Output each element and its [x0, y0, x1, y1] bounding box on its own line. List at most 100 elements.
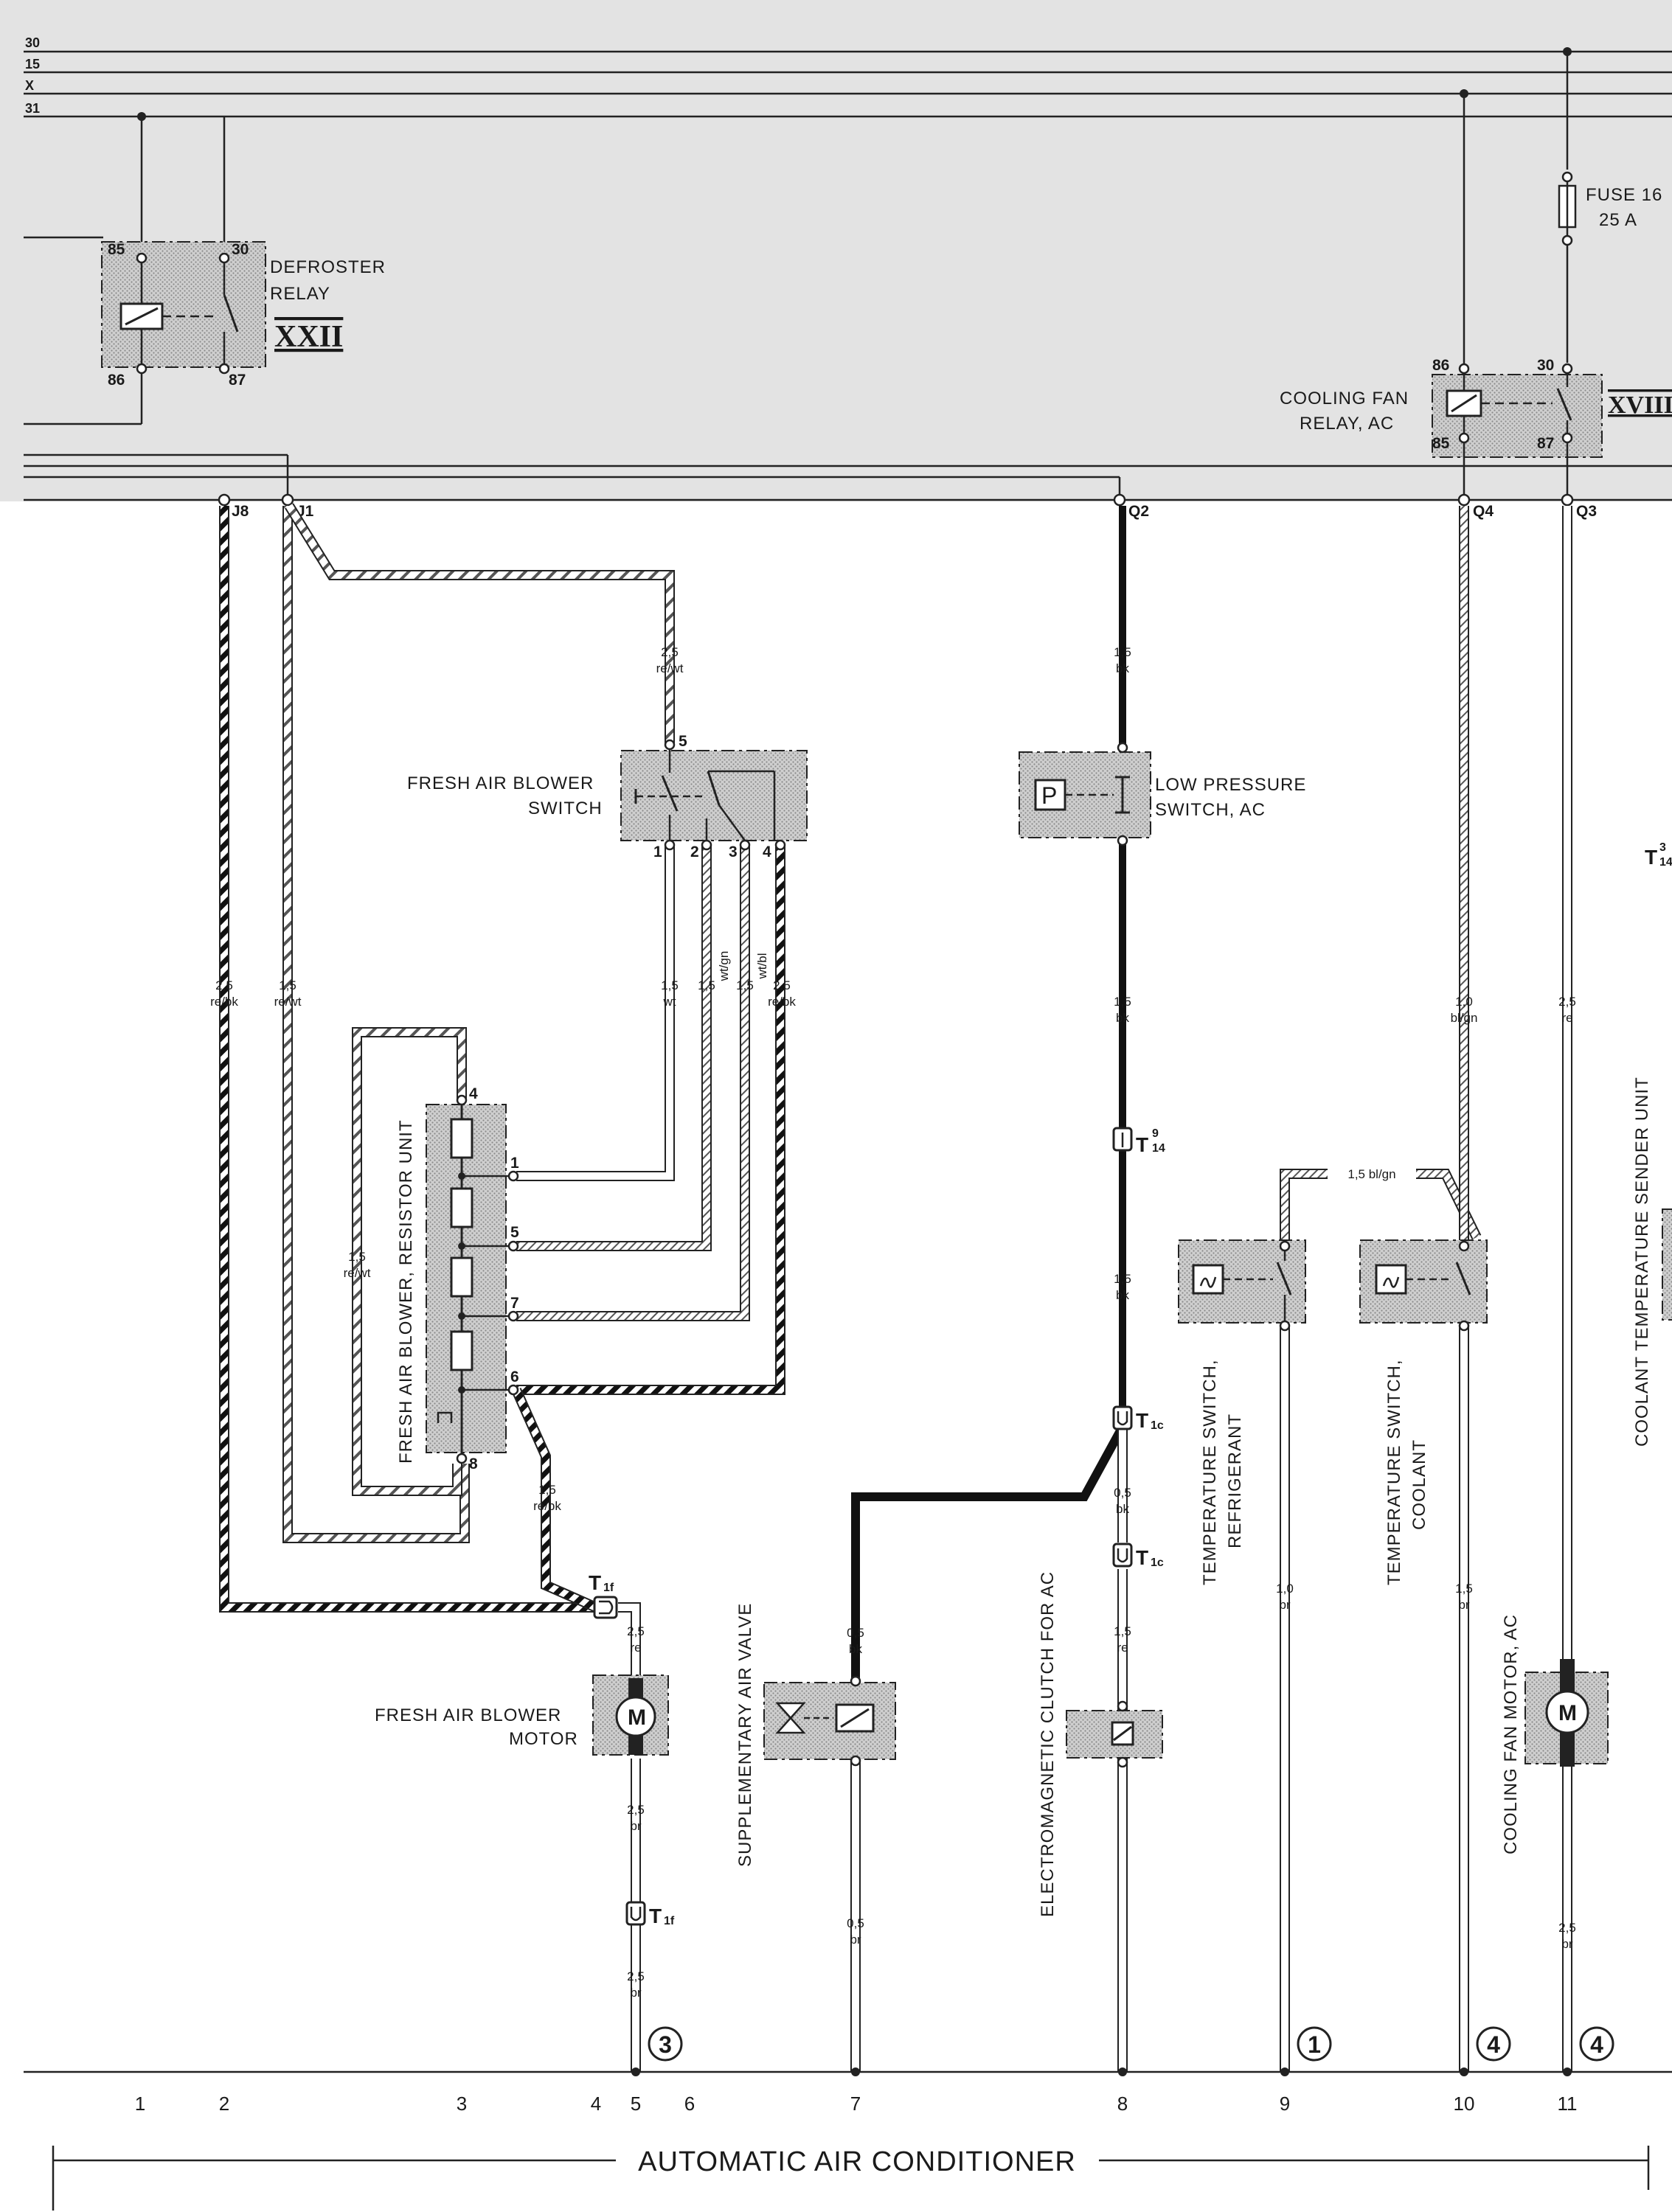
fresh-air-blower-switch — [620, 739, 808, 851]
plug-t14-9-sub: 14 — [1152, 1142, 1165, 1155]
blower-switch-t4: 4 — [763, 844, 771, 860]
blower-switch-t1: 1 — [653, 844, 662, 860]
svg-text:3: 3 — [659, 2031, 672, 2058]
svg-text:1,5: 1,5 — [736, 978, 754, 992]
svg-text:bk: bk — [1116, 661, 1129, 675]
plug-t1f-a-sub: 1f — [603, 1582, 614, 1594]
svg-text:1: 1 — [135, 2093, 145, 2115]
ground-ref-3: 3 — [648, 2026, 683, 2062]
svg-text:8: 8 — [1117, 2093, 1128, 2115]
svg-text:10: 10 — [1454, 2093, 1475, 2115]
electromagnetic-clutch — [1066, 1700, 1163, 1768]
temp-switch-refrigerant-label-1: TEMPERATURE SWITCH, — [1200, 1359, 1220, 1585]
diagram-title: AUTOMATIC AIR CONDITIONER — [638, 2146, 1076, 2177]
svg-text:2,5: 2,5 — [215, 978, 233, 992]
defroster-relay-label-2: RELAY — [270, 284, 330, 304]
plug-t1c-a-sub: 1c — [1151, 1419, 1164, 1432]
coolant-temp-sender-label: COOLANT TEMPERATURE SENDER UNIT — [1632, 1077, 1652, 1447]
ground-dots — [631, 2067, 1572, 2076]
defroster-relay-t86: 86 — [108, 372, 125, 389]
plug-t1c-a-main: T — [1136, 1409, 1148, 1432]
svg-text:11: 11 — [1558, 2093, 1578, 2115]
svg-text:br: br — [1458, 1598, 1469, 1612]
svg-text:br: br — [1561, 1937, 1572, 1951]
resistor-unit-t1: 1 — [510, 1155, 519, 1172]
resistor-unit-t6: 6 — [510, 1368, 519, 1385]
plug-t1c-b-main: T — [1136, 1546, 1148, 1569]
title-bar — [52, 2146, 1650, 2211]
svg-text:bk: bk — [1116, 1502, 1129, 1516]
svg-text:5: 5 — [631, 2093, 641, 2115]
fuse-16-label-1: FUSE 16 — [1586, 185, 1662, 205]
low-pressure-p-icon: P — [1041, 782, 1057, 809]
ground-ref-4b: 4 — [1579, 2026, 1614, 2062]
plug-t1c-b-sub: 1c — [1151, 1557, 1164, 1569]
svg-text:2,5: 2,5 — [773, 978, 791, 992]
svg-text:re: re — [1561, 1011, 1572, 1025]
resistor-unit-label: FRESH AIR BLOWER, RESISTOR UNIT — [396, 1119, 416, 1464]
svg-text:1,5: 1,5 — [1455, 1582, 1473, 1596]
svg-text:2: 2 — [219, 2093, 229, 2115]
svg-text:2,5: 2,5 — [627, 1803, 645, 1817]
blower-switch-t5: 5 — [679, 733, 687, 750]
svg-text:1,5: 1,5 — [348, 1250, 366, 1264]
svg-text:1,0: 1,0 — [1455, 995, 1473, 1009]
connector-j8: J8 — [232, 503, 249, 520]
cooling-fan-relay-t85: 85 — [1432, 435, 1450, 452]
svg-text:wt: wt — [663, 995, 676, 1009]
svg-text:wt/gn: wt/gn — [717, 951, 731, 982]
svg-text:re/wt: re/wt — [274, 995, 302, 1009]
svg-text:4: 4 — [1590, 2031, 1603, 2058]
svg-text:re/bk: re/bk — [768, 995, 796, 1009]
rail-label-15: 15 — [25, 57, 40, 72]
cooling-fan-relay-t30: 30 — [1537, 357, 1554, 374]
svg-text:4: 4 — [591, 2093, 601, 2115]
resistor-unit-t7: 7 — [510, 1295, 519, 1312]
svg-text:1,5: 1,5 — [1114, 1624, 1131, 1638]
svg-text:1,5: 1,5 — [698, 978, 715, 992]
cooling-fan-m-icon: M — [1558, 1701, 1577, 1725]
rail-label-30: 30 — [25, 35, 40, 50]
plug-t1f-b — [625, 1901, 646, 1926]
defroster-relay-t30: 30 — [232, 241, 249, 258]
connector-q4: Q4 — [1473, 503, 1494, 520]
svg-text:1,5: 1,5 — [538, 1483, 556, 1497]
temp-switch-coolant-label-2: COOLANT — [1409, 1439, 1429, 1530]
svg-text:1,5 bl/gn: 1,5 bl/gn — [1347, 1167, 1395, 1181]
connector-dots — [218, 493, 1574, 507]
cooling-fan-motor: M — [1524, 1659, 1609, 1767]
column-numbers: 1 2 3 4 5 6 7 8 9 10 11 — [135, 2093, 1578, 2115]
cooling-fan-motor-label: COOLING FAN MOTOR, AC — [1501, 1614, 1521, 1854]
plug-t14-9-main: T — [1136, 1133, 1148, 1156]
temp-switch-coolant — [1359, 1239, 1488, 1332]
plug-t14-3-sup: 3 — [1659, 841, 1666, 854]
blower-switch-label-1: FRESH AIR BLOWER — [407, 773, 594, 793]
svg-text:2,5: 2,5 — [1558, 1921, 1576, 1935]
connector-q2: Q2 — [1128, 503, 1149, 520]
svg-text:bk: bk — [1116, 1011, 1129, 1025]
svg-text:1,5: 1,5 — [661, 978, 679, 992]
svg-text:re/bk: re/bk — [210, 995, 238, 1009]
fuse-16 — [1558, 47, 1577, 363]
svg-text:re: re — [1117, 1641, 1128, 1655]
fresh-air-blower-motor: M — [592, 1674, 669, 1756]
svg-text:0,5: 0,5 — [847, 1916, 864, 1930]
cooling-fan-relay-t86: 86 — [1432, 357, 1449, 374]
svg-text:2,5: 2,5 — [627, 1624, 645, 1638]
blower-motor-m-icon: M — [628, 1705, 646, 1730]
plug-t14-3-sub: 14 — [1659, 856, 1672, 869]
svg-text:3: 3 — [457, 2093, 467, 2115]
svg-text:0,5: 0,5 — [1114, 1486, 1131, 1500]
plug-t1f-b-sub: 1f — [664, 1915, 675, 1927]
svg-text:2,5: 2,5 — [627, 1969, 645, 1983]
supplementary-air-valve — [763, 1675, 896, 1767]
svg-text:6: 6 — [684, 2093, 695, 2115]
svg-text:re: re — [630, 1641, 641, 1655]
fuse-16-label-2: 25 A — [1599, 210, 1637, 230]
svg-text:re/wt: re/wt — [656, 661, 684, 675]
svg-text:re/wt: re/wt — [344, 1266, 371, 1280]
plug-t14-9 — [1112, 1127, 1133, 1152]
wire-q2-valve — [851, 1425, 1127, 1681]
svg-text:br: br — [630, 1986, 641, 2000]
